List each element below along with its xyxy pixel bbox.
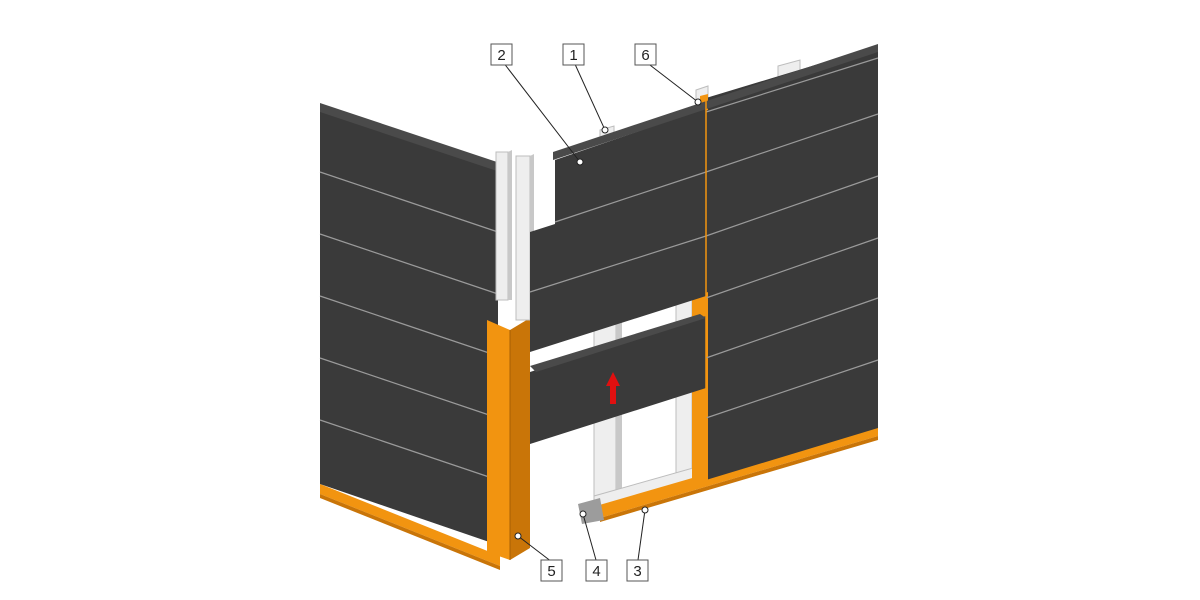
callout-label-5: 5 — [547, 563, 555, 580]
callout-label-6: 6 — [641, 47, 649, 64]
right-base-trim-edge — [600, 436, 878, 522]
callout-label-3: 3 — [633, 563, 641, 580]
corner-profile-right-face — [510, 318, 530, 560]
corner-profile — [487, 318, 530, 560]
corner-profile-left-face — [487, 320, 510, 560]
left-wall-top-cap — [320, 103, 500, 172]
right-wall-panels-far — [706, 46, 878, 480]
left-wall-seams — [319, 171, 499, 481]
callout-label-2: 2 — [497, 47, 505, 64]
right-wall-seams — [529, 57, 879, 419]
up-arrow — [606, 372, 620, 404]
callouts: 2 1 6 5 4 — [490, 43, 702, 582]
callout-2: 2 — [490, 43, 584, 166]
callout-5: 5 — [514, 532, 563, 582]
rail-left-1 — [495, 151, 509, 301]
callout-1: 1 — [562, 43, 609, 134]
right-wall-top-cap — [553, 44, 878, 160]
callout-label-1: 1 — [569, 47, 577, 64]
rail-left-2 — [515, 155, 531, 321]
callout-3: 3 — [626, 506, 649, 582]
loose-panel-top — [530, 314, 706, 372]
left-wall — [319, 103, 500, 570]
callout-4: 4 — [579, 510, 608, 582]
right-wall — [529, 44, 879, 524]
left-base-trim-edge — [320, 494, 500, 570]
callout-label-4: 4 — [592, 563, 600, 580]
left-base-trim — [320, 484, 500, 566]
callout-6: 6 — [634, 43, 702, 106]
right-wall-panels-upper — [530, 108, 706, 352]
loose-panel — [530, 316, 706, 444]
